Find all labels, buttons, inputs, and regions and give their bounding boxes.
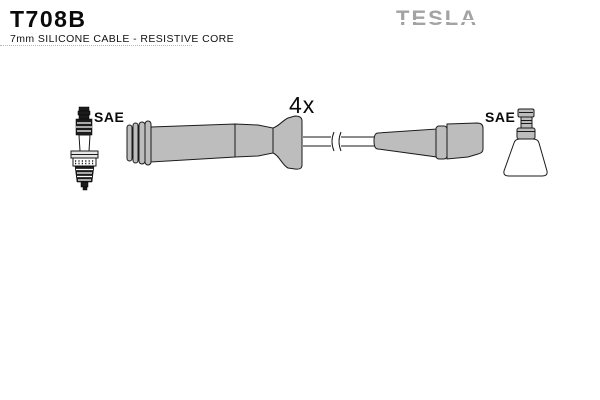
cable-break-icon <box>331 131 342 152</box>
sae-label-left: SAE <box>94 109 125 125</box>
quantity-label: 4x <box>289 92 316 118</box>
brand-logo: TESLA <box>396 6 479 30</box>
sae-terminal-icon <box>503 108 548 177</box>
product-subtitle: 7mm SILICONE CABLE - RESISTIVE CORE <box>10 33 235 45</box>
part-number: T708B <box>10 6 87 32</box>
header-divider <box>0 45 192 46</box>
brand-logo-slit <box>395 20 495 22</box>
spark-plug-icon <box>70 106 99 191</box>
ignition-cable-icon <box>126 115 484 170</box>
sae-label-right: SAE <box>485 109 516 125</box>
